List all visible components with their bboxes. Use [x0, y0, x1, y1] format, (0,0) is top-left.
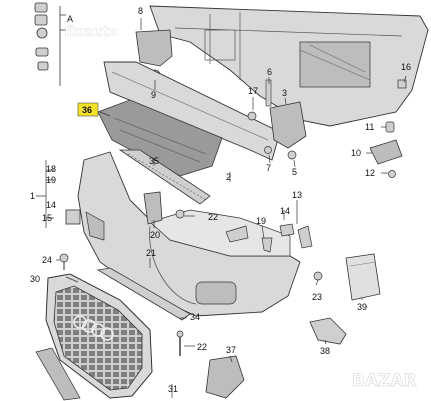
audi-rings-emblem [73, 315, 114, 341]
clip-hardware-group [34, 2, 66, 86]
side-guide-parts [369, 79, 407, 178]
callout-19: 19 [256, 216, 266, 226]
callout-37: 37 [226, 345, 236, 355]
callout-36: 36 [82, 105, 92, 115]
callout-34: 34 [190, 312, 200, 322]
callout-31: 31 [168, 384, 178, 394]
callout-22-bottom: 22 [197, 342, 207, 352]
callout-13: 13 [292, 190, 302, 200]
callout-6: 6 [267, 67, 272, 77]
left-small-parts [65, 191, 313, 253]
callout-35: 35 [149, 156, 159, 166]
lower-right-parts [176, 253, 381, 399]
callout-21: 21 [146, 248, 156, 258]
lower-strip-34 [96, 267, 191, 321]
callout-labels: 8 9 36 17 6 3 5 7 16 11 10 12 2 35 13 14… [30, 6, 411, 394]
callout-36-highlight [77, 102, 99, 117]
callout-3: 3 [282, 88, 287, 98]
callout-5: 5 [292, 167, 297, 177]
bumper-cover [77, 151, 301, 317]
callout-9: 9 [151, 90, 156, 100]
watermark-top: fixauto [64, 24, 120, 40]
callout-8: 8 [138, 6, 143, 16]
lock-carrier [149, 5, 429, 127]
callout-14: 14 [280, 206, 290, 216]
callout-a: A [67, 14, 73, 24]
callout-30: 30 [30, 274, 40, 284]
callout-14-left: 14 [46, 200, 56, 210]
callout-1: 1 [30, 191, 35, 201]
callout-23: 23 [312, 292, 322, 302]
callout-11: 11 [365, 122, 374, 132]
callout-2: 2 [226, 172, 231, 182]
callout-7: 7 [266, 163, 271, 173]
callout-18: 18 [46, 164, 56, 174]
callout-15: 15 [42, 213, 52, 223]
watermark-bottom: BAZAR [352, 371, 417, 391]
bracket-3 [247, 79, 307, 160]
leader-lines [36, 18, 407, 398]
callout-17: 17 [248, 86, 258, 96]
screw-24 [59, 253, 69, 270]
energy-absorber-36 [97, 99, 223, 177]
callout-16: 16 [401, 62, 411, 72]
impact-beam [103, 61, 281, 161]
callout-22-top: 22 [208, 212, 218, 222]
callout-12: 12 [365, 168, 375, 178]
callout-20: 20 [150, 230, 160, 240]
radiator-grille [35, 273, 153, 401]
upper-trim-35 [118, 149, 211, 205]
callout-10: 10 [351, 148, 361, 158]
callout-19-left: 19 [46, 175, 56, 185]
callout-24: 24 [42, 255, 52, 265]
callout-38: 38 [320, 346, 330, 356]
callout-39: 39 [357, 302, 367, 312]
